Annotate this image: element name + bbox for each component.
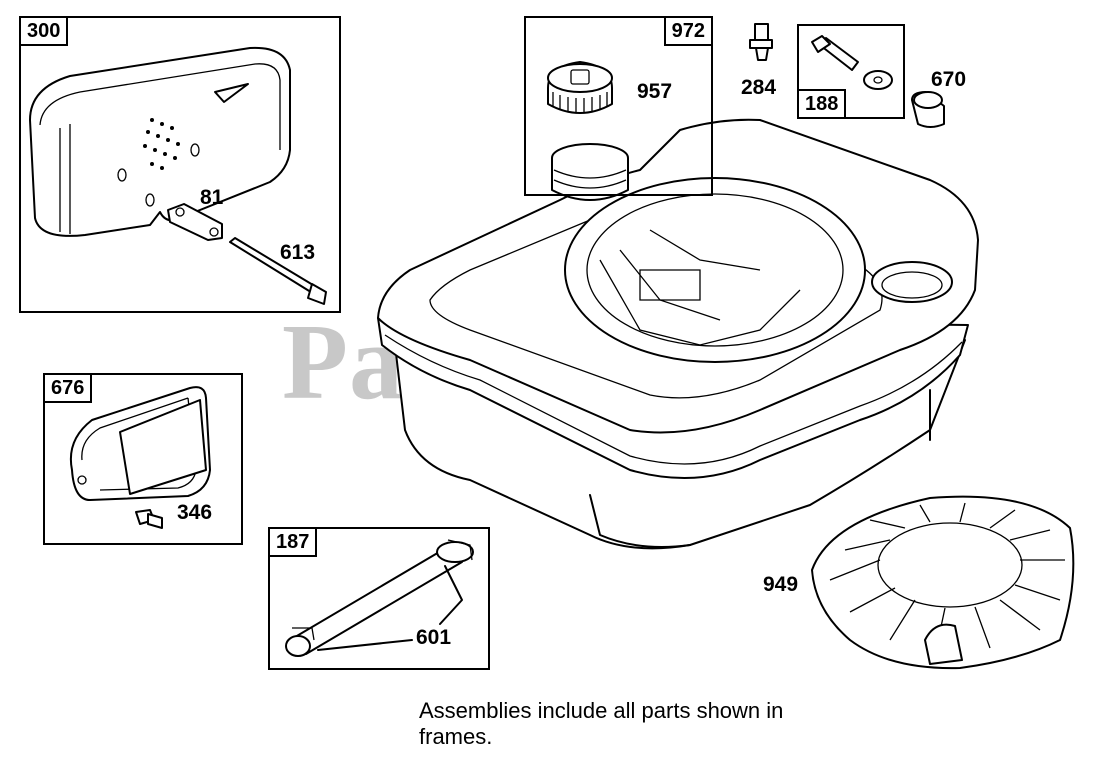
bolt-washer-188[interactable] [811,35,893,90]
frame-label-188: 188 [797,89,847,119]
frame-972: 972 [524,16,713,196]
frame-188: 188 [797,24,905,119]
part-label-346: 346 [177,501,213,524]
frame-label-300: 300 [19,16,69,46]
bolt-613[interactable] [229,237,327,305]
frame-label-676: 676 [43,373,93,403]
frame-676: 676 [43,373,243,545]
frame-label-187: 187 [268,527,318,557]
cover-676[interactable] [70,386,211,501]
part-label-957: 957 [637,80,673,103]
part-label-81: 81 [200,186,224,209]
fuel-line-601[interactable] [285,539,474,657]
fuel-tank[interactable] [377,118,979,550]
frame-label-972: 972 [663,16,713,46]
screw-346[interactable] [135,509,163,529]
assembly-note: Assemblies include all parts shown in fr… [419,698,784,749]
part-label-670: 670 [931,68,967,91]
part-label-284: 284 [741,76,777,99]
screen-949[interactable] [811,495,1075,670]
screw-284[interactable] [749,23,773,61]
frame-300: 300 [19,16,341,313]
fuel-cap-957[interactable] [547,61,613,114]
plate-81[interactable] [167,203,223,241]
part-label-613: 613 [280,241,316,264]
spacer-670[interactable] [911,91,945,128]
part-label-601: 601 [416,626,452,649]
part-label-949: 949 [763,573,799,596]
frame-187: 187 [268,527,490,670]
muffler-shield-300[interactable] [29,46,291,237]
